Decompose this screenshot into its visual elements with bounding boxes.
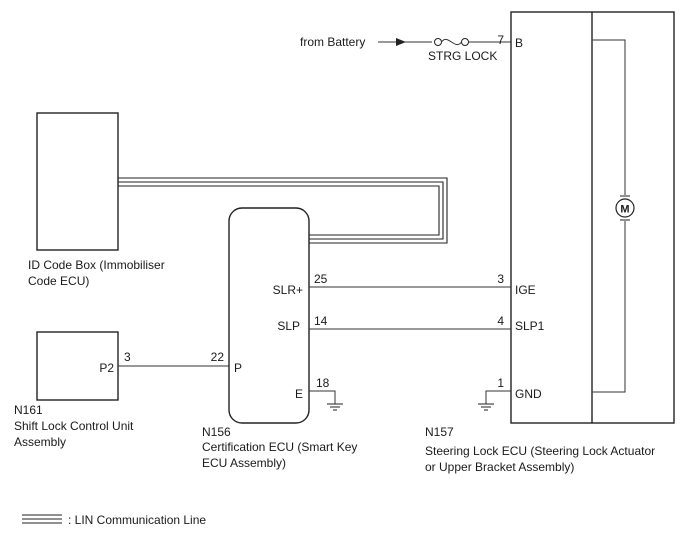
pin-number-3-ige: 3 (497, 272, 504, 286)
fuse-strg-lock: STRG LOCK (428, 38, 511, 63)
steering-lock-ecu-name-line2: or Upper Bracket Assembly) (425, 460, 574, 474)
pin-number-22: 22 (211, 350, 225, 364)
shift-lock-unit-name-line2: Assembly (14, 435, 66, 449)
pin-number-7: 7 (497, 33, 504, 47)
pin-name-slr-plus: SLR+ (273, 283, 303, 297)
motor-wire-bottom (592, 221, 626, 393)
pin-name-slp1: SLP1 (515, 319, 545, 333)
lin-bus-wire-2 (118, 181, 444, 240)
steering-lock-ecu: B IGE SLP1 GND N157 Steering Lock ECU (S… (425, 11, 675, 474)
arrow-right-icon (396, 38, 406, 46)
certification-ecu-rect (228, 207, 310, 424)
motor-circuit: M (592, 39, 635, 393)
certification-ecu-code: N156 (202, 425, 231, 439)
certification-ecu: SLR+ SLP P E N156 Certification ECU (Sma… (202, 207, 357, 470)
motor-icon (615, 198, 635, 218)
pin-name-ige: IGE (515, 283, 536, 297)
pin-number-25: 25 (314, 272, 328, 286)
certification-ecu-name-line2: ECU Assembly) (202, 456, 286, 470)
id-code-box: ID Code Box (Immobiliser Code ECU) (28, 112, 165, 288)
steering-lock-ecu-name-line1: Steering Lock ECU (Steering Lock Actuato… (425, 444, 655, 458)
pin-number-3-p2: 3 (124, 350, 131, 364)
pin-name-gnd: GND (515, 387, 542, 401)
id-code-box-name-line2: Code ECU) (28, 274, 89, 288)
steering-lock-ground: 1 (478, 376, 511, 411)
fuse-terminal-left (434, 38, 442, 46)
motor-wire-top (592, 39, 626, 195)
ground-wire-gnd (485, 390, 511, 404)
certification-ecu-name-line1: Certification ECU (Smart Key (202, 440, 357, 454)
legend-label: : LIN Communication Line (68, 513, 206, 527)
pin-name-e: E (295, 387, 303, 401)
lin-bus-wire-1 (118, 177, 448, 244)
shift-lock-unit-code: N161 (14, 403, 43, 417)
pin-number-4: 4 (497, 314, 504, 328)
fuse-label: STRG LOCK (428, 49, 497, 63)
id-code-box-name-line1: ID Code Box (Immobiliser (28, 258, 165, 272)
pin-name-p2: P2 (99, 361, 114, 375)
id-code-box-rect (36, 112, 119, 251)
certification-ecu-ground: 18 (309, 376, 343, 411)
shift-lock-unit-name-line1: Shift Lock Control Unit (14, 419, 134, 433)
fuse-icon (441, 38, 462, 46)
steering-lock-ecu-code: N157 (425, 425, 454, 439)
fuse-terminal-right (461, 38, 469, 46)
pin-number-18: 18 (316, 376, 330, 390)
signal-wires: 25 3 14 4 3 22 7 (118, 33, 511, 367)
pin-number-14: 14 (314, 314, 328, 328)
battery-label: from Battery (300, 35, 365, 49)
shift-lock-unit: P2 N161 Shift Lock Control Unit Assembly (14, 331, 134, 449)
battery-feed: from Battery (300, 35, 432, 49)
pin-number-1: 1 (497, 376, 504, 390)
lin-bus (118, 177, 448, 244)
pin-name-slp: SLP (277, 319, 300, 333)
ground-wire-e (309, 390, 336, 404)
motor-symbol: M (620, 204, 629, 216)
lin-bus-wire-3 (118, 185, 440, 236)
legend: : LIN Communication Line (22, 513, 206, 527)
shift-lock-unit-rect (36, 331, 119, 401)
pin-name-p: P (234, 361, 242, 375)
pin-name-b: B (515, 36, 523, 50)
